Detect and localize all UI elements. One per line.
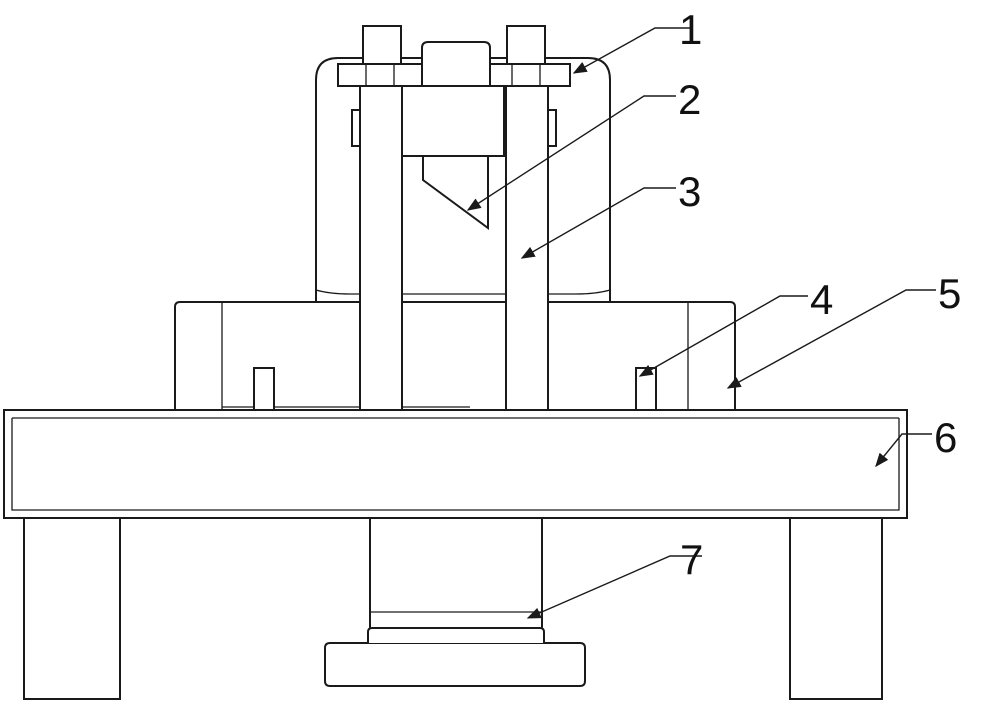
leader-7 [528, 556, 702, 618]
callout-7: 7 [680, 536, 703, 583]
part-6-table-plate [4, 410, 907, 518]
part-7-lower-base [325, 517, 585, 686]
callout-3: 3 [678, 168, 701, 215]
callout-5: 5 [938, 270, 961, 317]
callout-2: 2 [678, 76, 701, 123]
left-leg [24, 517, 120, 699]
part-1-top-plate [338, 26, 570, 86]
callout-6: 6 [934, 414, 957, 461]
callout-4: 4 [810, 276, 833, 323]
right-leg [790, 517, 882, 699]
callout-1: 1 [679, 6, 702, 53]
